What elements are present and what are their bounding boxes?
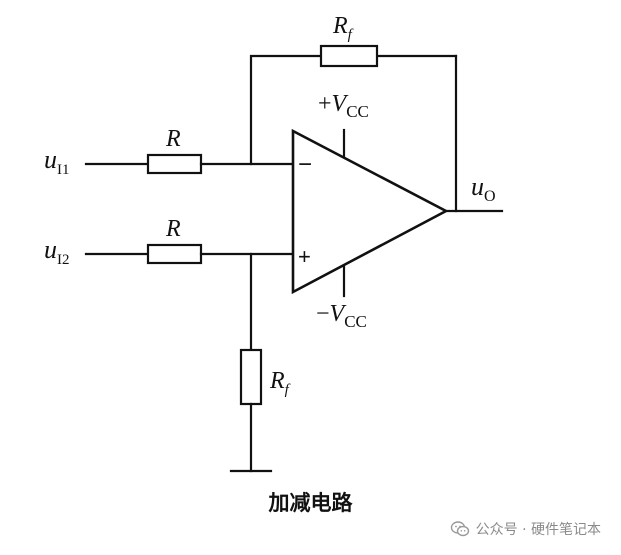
resistor-rf-feedback [319, 44, 379, 68]
label-rf-ground: Rf [269, 368, 291, 398]
label-vcc-negative: −VCC [316, 301, 367, 331]
opamp-inverting-sign: − [298, 151, 312, 178]
opamp-noninverting-sign: + [298, 244, 311, 269]
opamp-triangle [291, 128, 449, 295]
feedback-wire [249, 54, 323, 166]
label-rf-feedback: Rf [332, 13, 354, 43]
resistor-r-input1 [146, 153, 203, 175]
label-r-input2: R [165, 216, 181, 242]
label-input1: uI1 [44, 145, 70, 178]
label-r-input1: R [165, 126, 181, 152]
watermark: 公众号 · 硬件笔记本 [450, 519, 601, 539]
resistor-rf-ground [239, 348, 263, 406]
wechat-icon [450, 521, 469, 537]
label-input2: uI2 [44, 235, 70, 268]
label-vcc-positive: +VCC [318, 91, 369, 121]
diagram-caption: 加减电路 [268, 491, 353, 515]
label-output: uO [471, 172, 496, 205]
resistor-r-input2 [146, 243, 203, 265]
watermark-text: 公众号 · 硬件笔记本 [475, 522, 601, 538]
